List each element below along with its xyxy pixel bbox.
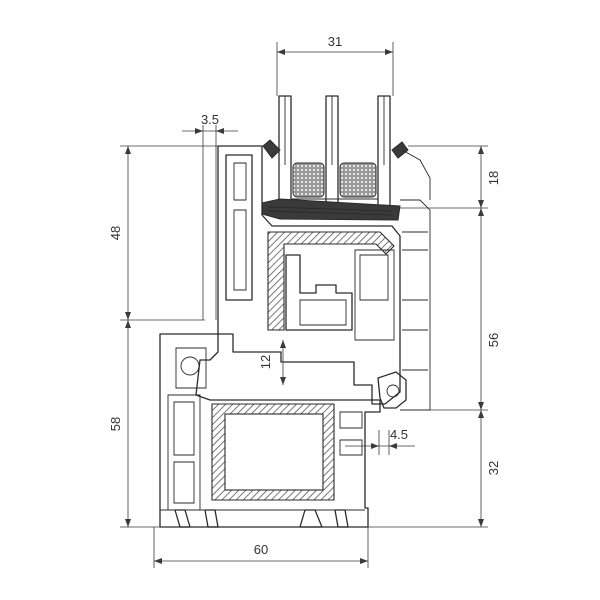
dimension-label-32: 32 (486, 461, 501, 475)
dimension-glass-width: 31 (276, 34, 394, 96)
dimension-frame-depth: 60 (153, 527, 369, 568)
frame-profile (159, 333, 407, 528)
dimension-drain-gap: 4.5 (345, 427, 415, 455)
glazing-unit (278, 95, 391, 209)
dimension-left-vertical: 48 58 (108, 145, 218, 528)
dimension-label-12: 12 (258, 355, 273, 369)
dimension-label-3-5: 3.5 (201, 112, 219, 127)
dimension-label-18: 18 (486, 171, 501, 185)
glazing-seals (261, 139, 409, 221)
dimension-wall-gap: 3.5 (182, 112, 238, 320)
dimension-label-4-5: 4.5 (390, 427, 408, 442)
dimension-label-56: 56 (486, 333, 501, 347)
sash-profile (217, 145, 431, 411)
dimension-label-58: 58 (108, 417, 123, 431)
dimension-label-31: 31 (328, 34, 342, 49)
dimension-label-60: 60 (254, 542, 268, 557)
dimension-rebate-height: 12 (258, 340, 286, 385)
dimension-label-48: 48 (108, 226, 123, 240)
dimension-right-vertical: 18 56 32 (368, 145, 501, 528)
